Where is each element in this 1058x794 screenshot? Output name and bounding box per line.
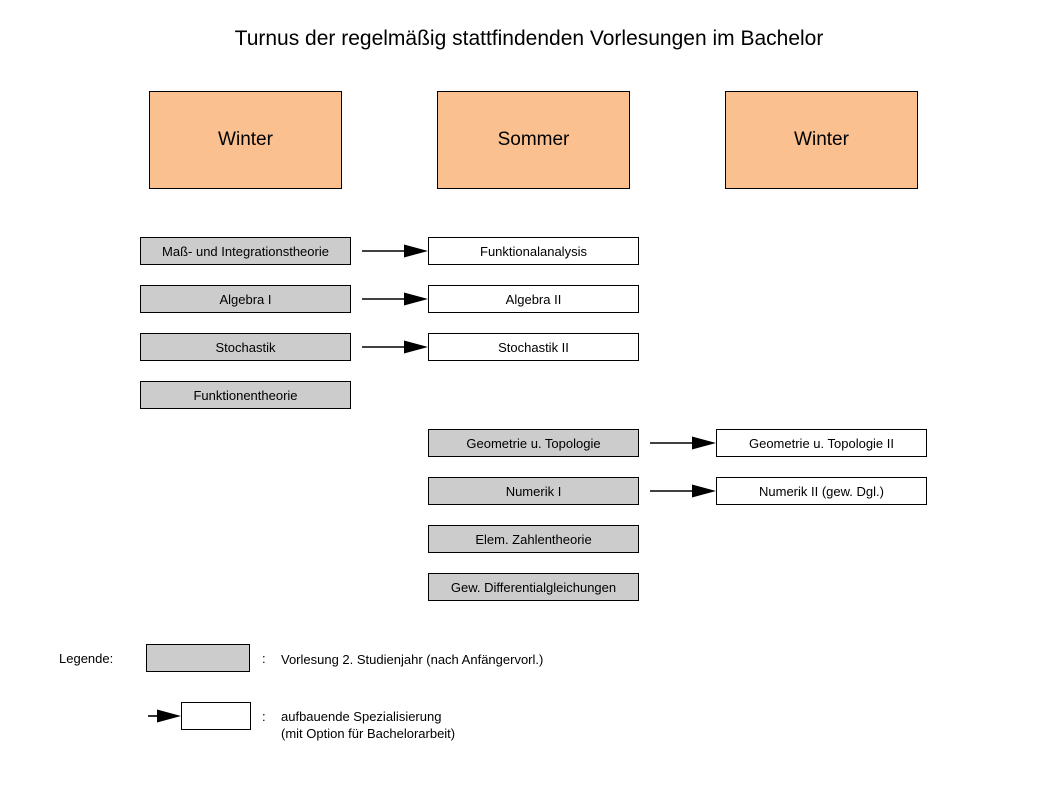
legend-text-advanced-course: aufbauende Spezialisierung (mit Option f… (281, 709, 456, 741)
legend-heading: Legende: (59, 651, 114, 666)
arrow-icon-legend (148, 709, 181, 723)
course-label: Stochastik II (498, 339, 569, 355)
course-label: Geometrie u. Topologie (466, 435, 601, 451)
course-label: Geometrie u. Topologie II (748, 435, 894, 451)
course-label: Gew. Differentialgleichungen (450, 579, 617, 595)
course-label: Numerik I (505, 483, 562, 499)
course-box-numerik-i[interactable]: Numerik I (428, 477, 639, 505)
page-title: Turnus der regelmäßig stattfindenden Vor… (234, 27, 824, 50)
season-header-label: Sommer (497, 129, 570, 150)
course-label: Algebra I (219, 291, 272, 307)
arrow-icon-numerik-i-to-numerik-ii (650, 484, 716, 498)
course-box-geometrie-u-topologie[interactable]: Geometrie u. Topologie (428, 429, 639, 457)
legend-text-base-course: Vorlesung 2. Studienjahr (nach Anfängerv… (281, 652, 544, 667)
course-box-algebra-ii[interactable]: Algebra II (428, 285, 639, 313)
arrow-icon-geometrie-to-geometrie-ii (650, 436, 716, 450)
arrow-icon-mass-to-funktionalanalysis (362, 244, 428, 258)
course-box-stochastik-ii[interactable]: Stochastik II (428, 333, 639, 361)
course-label: Numerik II (gew. Dgl.) (759, 483, 884, 499)
legend-swatch-advanced-course (181, 702, 251, 730)
season-header-winter-2: Winter (725, 91, 918, 189)
legend-swatch-base-course (146, 644, 250, 672)
course-box-gew-differentialgleichungen[interactable]: Gew. Differentialgleichungen (428, 573, 639, 601)
course-label: Algebra II (505, 291, 562, 307)
course-box-elem-zahlentheorie[interactable]: Elem. Zahlentheorie (428, 525, 639, 553)
course-box-numerik-ii[interactable]: Numerik II (gew. Dgl.) (716, 477, 927, 505)
arrow-icon-stochastik-to-stochastik-ii (362, 340, 428, 354)
course-box-algebra-i[interactable]: Algebra I (140, 285, 351, 313)
course-label: Funktionentheorie (193, 387, 298, 403)
course-label: Funktionalanalysis (480, 243, 587, 259)
season-header-winter-1: Winter (149, 91, 342, 189)
season-header-label: Winter (794, 129, 849, 150)
course-box-mass-und-integrationstheorie[interactable]: Maß- und Integrationstheorie (140, 237, 351, 265)
course-box-geometrie-u-topologie-ii[interactable]: Geometrie u. Topologie II (716, 429, 927, 457)
season-header-label: Winter (218, 129, 273, 150)
legend-colon-one: : (262, 651, 266, 666)
season-header-sommer: Sommer (437, 91, 630, 189)
course-box-funktionentheorie[interactable]: Funktionentheorie (140, 381, 351, 409)
legend-colon-two: : (262, 709, 266, 724)
course-box-funktionalanalysis[interactable]: Funktionalanalysis (428, 237, 639, 265)
arrow-icon-algebra-i-to-algebra-ii (362, 292, 428, 306)
course-label: Maß- und Integrationstheorie (162, 243, 329, 259)
course-box-stochastik[interactable]: Stochastik (140, 333, 351, 361)
course-label: Elem. Zahlentheorie (475, 531, 592, 547)
course-label: Stochastik (215, 339, 276, 355)
